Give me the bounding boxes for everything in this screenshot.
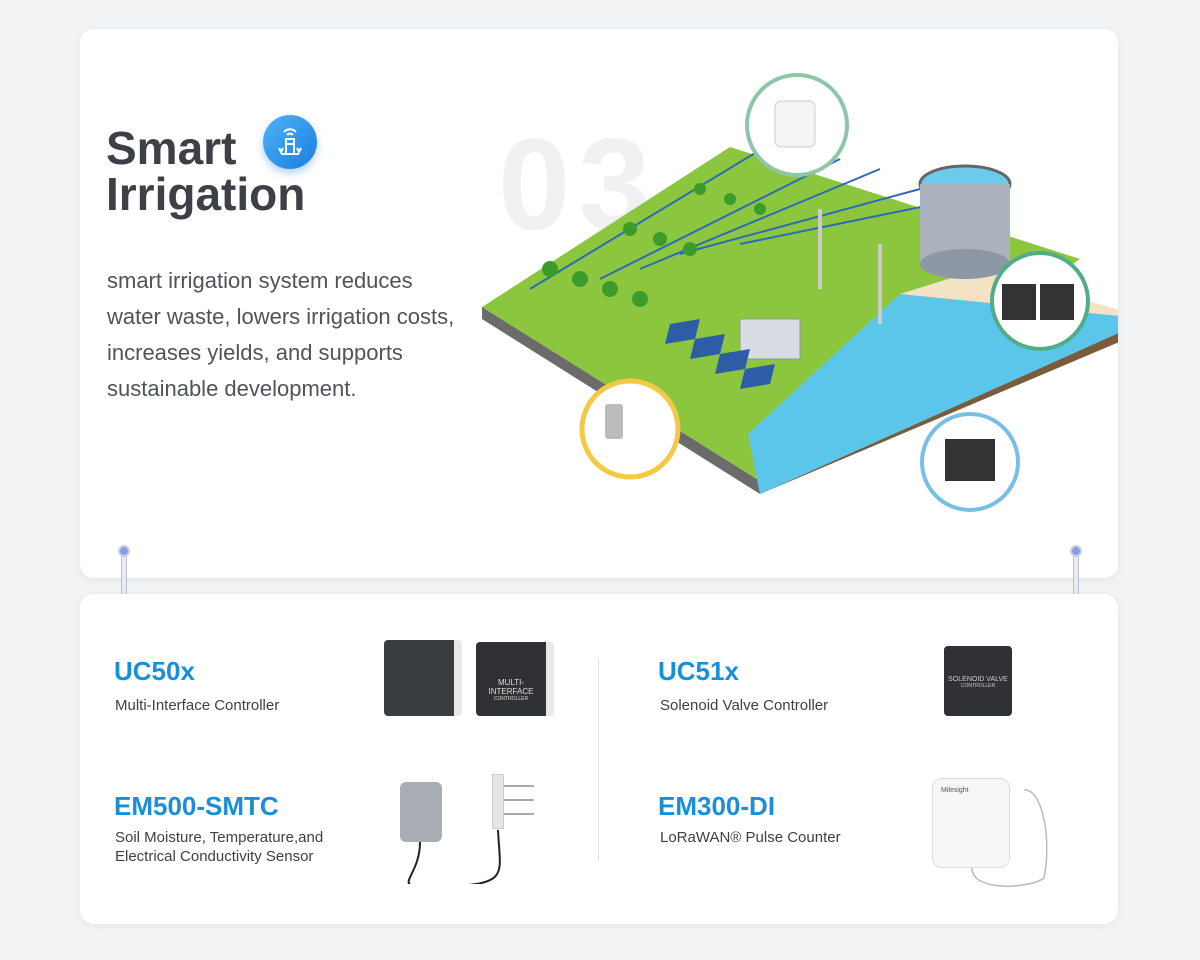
product-desc-em300-di: LoRaWAN® Pulse Counter <box>660 829 841 846</box>
hero-description: smart irrigation system reduces water wa… <box>107 268 455 401</box>
product-name-uc51x[interactable]: UC51x <box>658 656 739 686</box>
product-name-em500-smtc[interactable]: EM500-SMTC <box>114 791 279 821</box>
product-name-em300-di[interactable]: EM300-DI <box>658 791 776 821</box>
product-name-uc50x[interactable]: UC50x <box>114 656 195 686</box>
product-desc-uc51x: Solenoid Valve Controller <box>660 697 829 714</box>
column-divider <box>598 658 599 861</box>
products-card: UC50x Multi-Interface Controller MULTI-I… <box>80 594 1118 924</box>
smart-farm-illustration <box>482 73 1118 512</box>
irrigation-sprinkler-icon <box>263 115 317 169</box>
product-desc-uc50x: Multi-Interface Controller <box>115 697 280 714</box>
